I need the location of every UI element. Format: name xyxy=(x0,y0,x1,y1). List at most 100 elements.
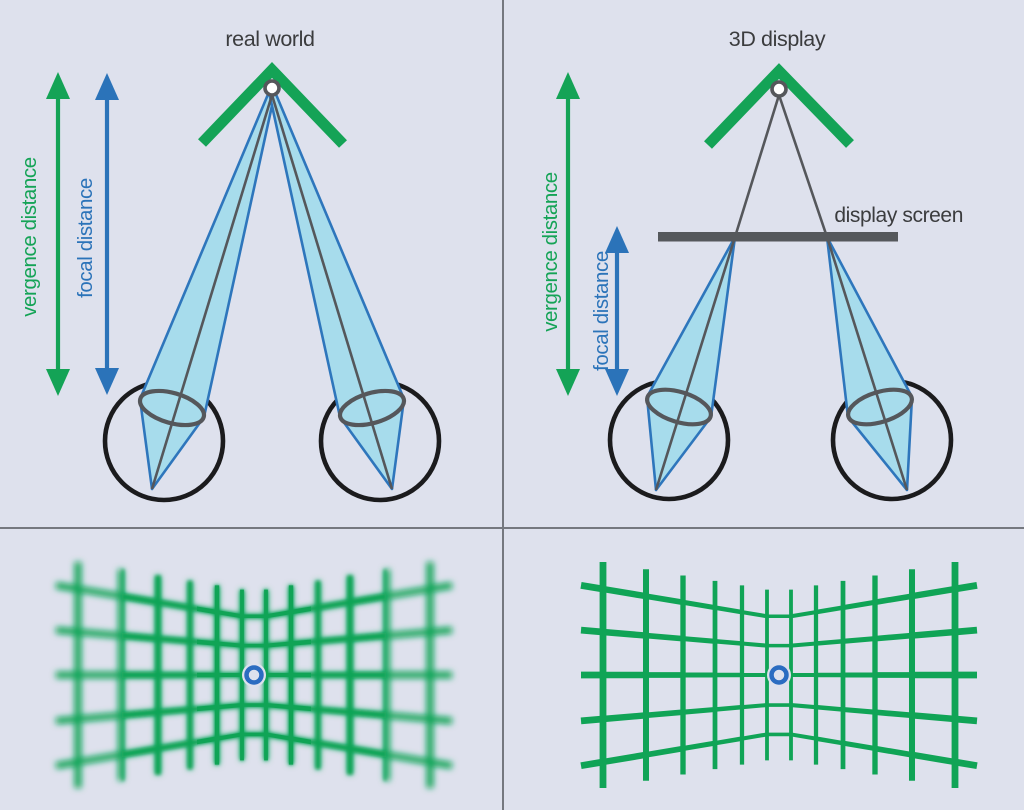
grid-horizontal-segment xyxy=(77,712,122,723)
grid-horizontal-segment xyxy=(349,593,386,606)
panel-title-real-world: real world xyxy=(225,27,314,51)
grid-horizontal-segment xyxy=(602,751,647,766)
fixation-target-chevron xyxy=(704,63,854,149)
retinal-image-real-world xyxy=(55,562,453,788)
grid-horizontal-segment xyxy=(645,632,684,642)
vergence-distance-label: vergence distance xyxy=(539,172,562,332)
grid-horizontal-segment xyxy=(874,593,913,606)
left-eye-lens xyxy=(645,387,713,427)
grid-horizontal-segment xyxy=(349,709,386,719)
grid-horizontal-segment xyxy=(954,715,978,725)
arrow-down-icon xyxy=(95,368,119,395)
grid-horizontal-segment xyxy=(645,745,684,758)
fixation-target-chevron xyxy=(198,62,347,148)
grid-horizontal-segment xyxy=(317,636,351,644)
display-screen-label: display screen xyxy=(834,204,963,227)
grid-horizontal-segment xyxy=(216,732,243,741)
grid-horizontal-segment xyxy=(682,706,716,715)
grid-horizontal-segment xyxy=(55,581,79,593)
grid-horizontal-segment xyxy=(682,636,716,644)
grid-horizontal-segment xyxy=(386,712,431,723)
grid-horizontal-segment xyxy=(954,581,978,593)
grid-horizontal-segment xyxy=(815,639,844,646)
grid-horizontal-segment xyxy=(911,628,956,639)
grid-horizontal-segment xyxy=(815,605,844,615)
vergence-distance-label: vergence distance xyxy=(18,157,41,317)
display-screen-bar xyxy=(658,232,898,242)
grid-horizontal-segment xyxy=(290,704,311,712)
grid-horizontal-segment xyxy=(714,704,743,712)
sight-line-left xyxy=(150,94,274,490)
grid-horizontal-segment xyxy=(842,740,876,752)
left-eye-lens xyxy=(137,388,207,428)
focal-distance-arrow xyxy=(605,226,629,396)
arrow-up-icon xyxy=(605,226,629,253)
grid-horizontal-segment xyxy=(122,745,159,758)
grid-horizontal-segment xyxy=(429,758,453,770)
focal-distance-arrow xyxy=(95,73,119,395)
grid-horizontal-segment xyxy=(290,736,311,745)
grid-horizontal-segment xyxy=(714,605,743,615)
grid-horizontal-segment xyxy=(580,581,604,593)
grid-horizontal-segment xyxy=(602,585,647,600)
grid-horizontal-segment xyxy=(216,610,243,619)
grid-horizontal-segment xyxy=(815,704,844,712)
grid-horizontal-segment xyxy=(216,703,243,710)
arrow-up-icon xyxy=(46,72,70,99)
grid-horizontal-segment xyxy=(290,606,311,615)
grid-horizontal-segment xyxy=(790,732,817,741)
grid-horizontal-segment xyxy=(815,736,844,746)
grid-horizontal-segment xyxy=(197,639,218,646)
grid-horizontal-segment xyxy=(122,593,159,606)
arrow-up-icon xyxy=(95,73,119,100)
retinal-image-3d-display xyxy=(580,562,978,788)
grid-horizontal-segment xyxy=(714,639,743,646)
grid-horizontal-segment xyxy=(911,751,956,766)
grid-horizontal-segment xyxy=(55,626,79,636)
grid-horizontal-segment xyxy=(429,626,453,636)
grid-horizontal-segment xyxy=(580,715,604,725)
retinal-grid-lines xyxy=(580,562,978,788)
grid-horizontal-segment xyxy=(265,703,292,710)
grid-horizontal-segment xyxy=(790,641,817,648)
grid-horizontal-segment xyxy=(77,628,122,639)
grid-horizontal-segment xyxy=(265,610,292,619)
grid-horizontal-segment xyxy=(682,740,716,752)
grid-horizontal-segment xyxy=(842,706,876,715)
grid-horizontal-segment xyxy=(874,632,913,642)
grid-horizontal-segment xyxy=(197,704,218,712)
fixation-point-dot xyxy=(263,79,281,97)
grid-horizontal-segment xyxy=(290,639,311,646)
grid-horizontal-segment xyxy=(122,709,159,719)
grid-horizontal-segment xyxy=(157,636,191,644)
grid-horizontal-segment xyxy=(386,751,431,766)
panel-divider-horizontal xyxy=(0,527,1024,529)
grid-horizontal-segment xyxy=(157,740,191,752)
sight-line-right xyxy=(270,94,394,490)
grid-horizontal-segment xyxy=(317,599,351,611)
panel-title-3d-display: 3D display xyxy=(729,27,826,51)
grid-horizontal-segment xyxy=(874,709,913,719)
fixation-point-dot xyxy=(770,80,788,98)
grid-horizontal-segment xyxy=(265,641,292,648)
grid-horizontal-segment xyxy=(682,599,716,611)
grid-horizontal-segment xyxy=(265,732,292,741)
grid-horizontal-segment xyxy=(216,641,243,648)
grid-horizontal-segment xyxy=(580,626,604,636)
panel-3d-display: 3D display vergence distance focal dista… xyxy=(539,27,963,502)
grid-horizontal-segment xyxy=(197,736,218,745)
grid-horizontal-segment xyxy=(645,593,684,606)
grid-horizontal-segment xyxy=(77,585,122,600)
grid-horizontal-segment xyxy=(157,599,191,611)
grid-horizontal-segment xyxy=(790,703,817,710)
grid-horizontal-segment xyxy=(741,641,768,648)
grid-horizontal-segment xyxy=(55,758,79,770)
arrow-down-icon xyxy=(605,369,629,396)
grid-horizontal-segment xyxy=(741,703,768,710)
grid-horizontal-segment xyxy=(842,599,876,611)
grid-horizontal-segment xyxy=(122,632,159,642)
focal-distance-label: focal distance xyxy=(74,178,97,298)
grid-horizontal-segment xyxy=(386,628,431,639)
grid-horizontal-segment xyxy=(602,712,647,723)
